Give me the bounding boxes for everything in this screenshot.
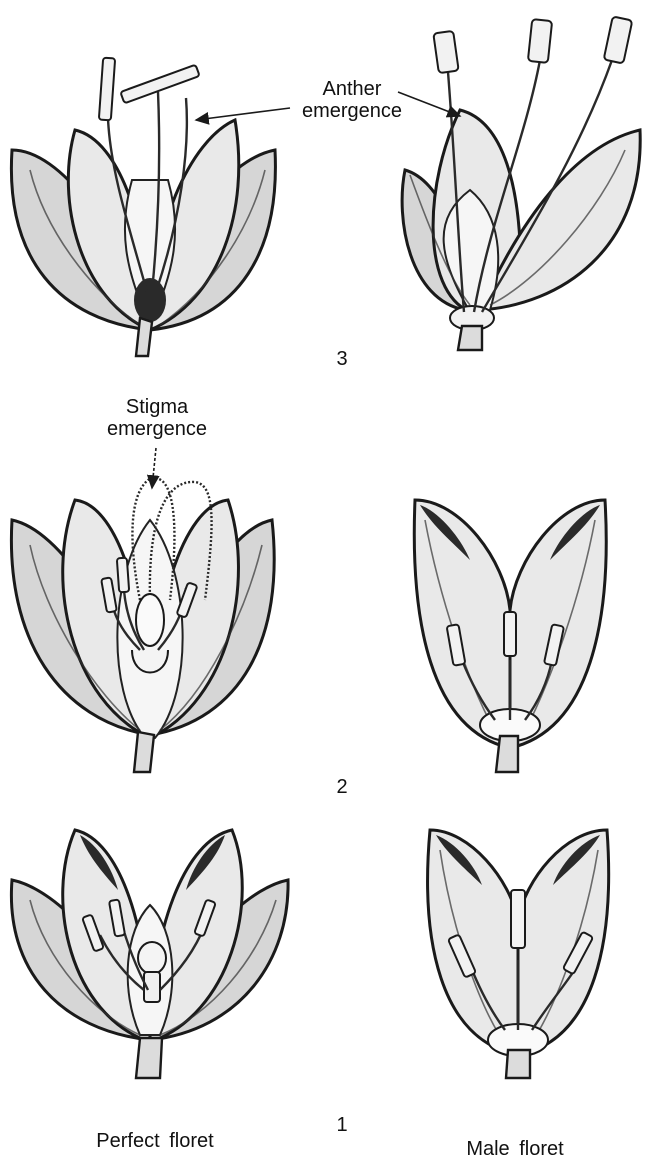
stage-3-number: 3 — [330, 348, 354, 370]
male-floret-stage-1 — [428, 830, 609, 1078]
stigma-emergence-label: Stigma emergence — [88, 396, 226, 440]
perfect-floret-stage-3 — [11, 58, 275, 356]
male-floret-stage-3 — [402, 16, 640, 350]
stage-1-number: 1 — [330, 1114, 354, 1136]
male-floret-stage-2 — [414, 500, 606, 772]
stigma-arrow — [152, 448, 156, 488]
perfect-floret-stage-1 — [11, 830, 288, 1078]
perfect-floret-caption: Perfect floret — [70, 1130, 240, 1152]
perfect-floret-stage-2 — [11, 478, 274, 772]
male-floret-caption: Male floret — [440, 1138, 590, 1160]
anther-arrow-left — [196, 108, 290, 120]
anther-emergence-label: Anther emergence — [296, 78, 408, 122]
stage-2-number: 2 — [330, 776, 354, 798]
